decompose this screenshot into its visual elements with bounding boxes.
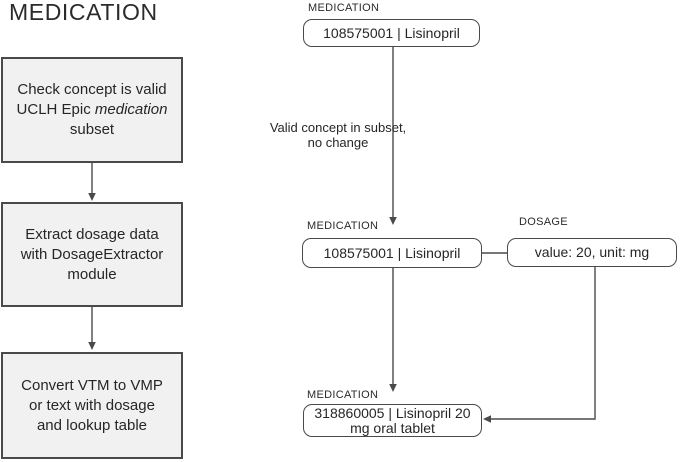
edge-annotation: Valid concept in subset, no change xyxy=(253,120,423,150)
step2-line2: with DosageExtractor xyxy=(20,245,164,263)
edge-annotation-line2: no change xyxy=(307,135,369,150)
step-extract-dosage: Extract dosage data with DosageExtractor… xyxy=(1,202,183,307)
node-medication-mid-value: 108575001 | Lisinopril xyxy=(323,244,461,261)
label-medication-bottom: MEDICATION xyxy=(307,389,379,401)
step-convert-vtm-text: Convert VTM to VMP or text with dosage a… xyxy=(21,376,163,436)
page-title: MEDICATION xyxy=(9,0,158,25)
step3-line2: or text with dosage xyxy=(29,396,155,414)
node-medication-bottom: 318860005 | Lisinopril 20 mg oral tablet xyxy=(303,404,482,437)
label-dosage: DOSAGE xyxy=(519,216,568,228)
arrow-step2-to-step3-icon xyxy=(88,307,96,350)
step-extract-dosage-text: Extract dosage data with DosageExtractor… xyxy=(21,225,164,285)
node-medication-bottom-line2: mg oral tablet xyxy=(350,419,435,436)
step1-line2-prefix: UCLH Epic xyxy=(16,101,91,118)
node-medication-top: 108575001 | Lisinopril xyxy=(303,19,480,47)
step3-line3: and lookup table xyxy=(36,416,148,434)
step-check-concept: Check concept is valid UCLH Epic medicat… xyxy=(1,57,183,163)
edge-annotation-line1: Valid concept in subset, xyxy=(269,120,407,135)
step2-line3: module xyxy=(67,265,117,283)
step3-line1: Convert VTM to VMP xyxy=(21,376,163,394)
label-medication-mid: MEDICATION xyxy=(307,220,379,232)
node-medication-top-value: 108575001 | Lisinopril xyxy=(323,24,460,41)
arrow-medmid-to-medbottom-icon xyxy=(389,268,397,392)
arrow-dosage-to-medbottom-icon xyxy=(483,267,596,423)
label-medication-top: MEDICATION xyxy=(308,2,380,14)
step1-line3: subset xyxy=(69,121,115,138)
node-medication-mid: 108575001 | Lisinopril xyxy=(302,238,482,268)
step-convert-vtm: Convert VTM to VMP or text with dosage a… xyxy=(1,352,183,459)
arrow-step1-to-step2-icon xyxy=(88,163,96,201)
step1-line2-italic: medication xyxy=(94,101,168,118)
node-dosage-value: value: 20, unit: mg xyxy=(534,244,650,260)
step1-line1: Check concept is valid xyxy=(17,81,167,98)
step-check-concept-text: Check concept is valid UCLH Epic medicat… xyxy=(17,80,168,140)
step2-line1: Extract dosage data xyxy=(25,225,159,243)
node-dosage: value: 20, unit: mg xyxy=(507,238,677,267)
node-medication-bottom-line1: 318860005 | Lisinopril 20 xyxy=(314,404,471,421)
